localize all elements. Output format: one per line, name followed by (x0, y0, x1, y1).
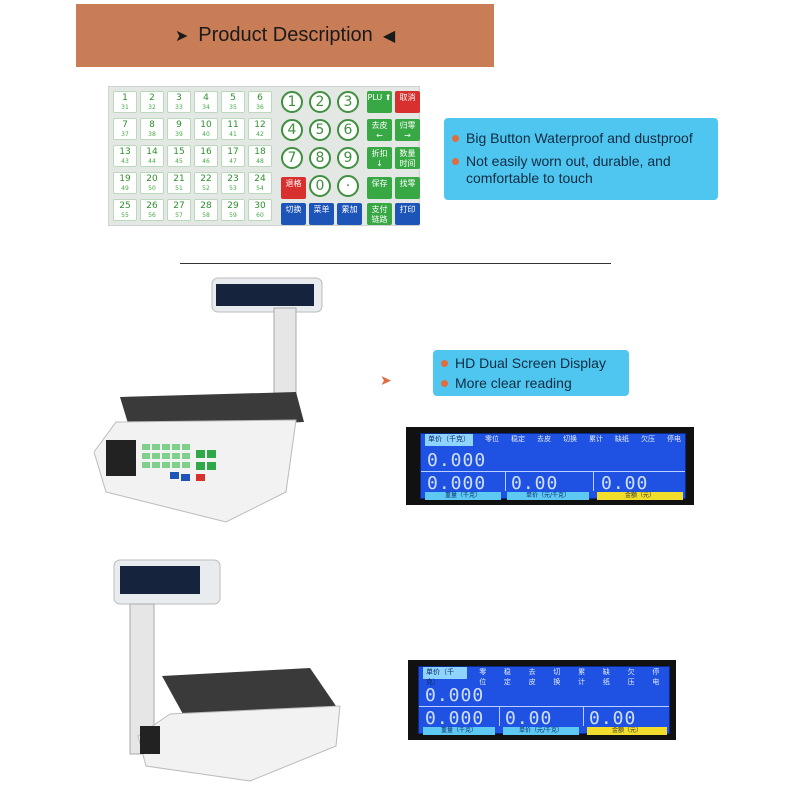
tare-key: 去皮 ← (367, 119, 392, 141)
save-key: 保存 (367, 177, 392, 199)
arrow-right-icon: ➤ (380, 372, 392, 388)
feature-item: HD Dual Screen Display (441, 355, 621, 372)
lcd-status-labels: 单价（千克） 零位稳定去皮切换累计缺纸欠压停电 (425, 434, 681, 446)
lcd-footer-weight: 重量（千克） (423, 727, 495, 735)
bullet-icon (452, 135, 459, 142)
menu-key: 菜单 (309, 203, 334, 225)
add-key: 累加 (337, 203, 362, 225)
numpad-key: 5 (309, 119, 331, 141)
lcd-screen: 单价（千克） 零位稳定去皮切换累计缺纸欠压停电 0.000 0.000 0.00… (420, 433, 686, 500)
lcd-total-value: 0.00 (511, 473, 559, 494)
feature-item: Big Button Waterproof and dustproof (452, 130, 710, 147)
bullet-icon (452, 158, 459, 165)
arrow-right-icon: ➤ (174, 27, 189, 45)
print-key: 打印 (395, 203, 420, 225)
lcd-unit-price-value: 0.000 (425, 708, 485, 729)
lcd-weight-value: 0.000 (427, 450, 487, 471)
discount-key: 折扣 ↓ (367, 147, 392, 169)
price-scale-image-front (93, 277, 323, 523)
numpad-key-dot: · (337, 175, 359, 197)
lcd-amount-value: 0.00 (601, 473, 649, 494)
numpad-key: 7 (281, 147, 303, 169)
lcd-footer-unit-price: 单价（元/千克） (507, 492, 589, 500)
lcd-status-labels: 单价（千克） 零位稳定去皮切换累计缺纸欠压停电 (423, 667, 665, 686)
numpad-key-zero: 0 (309, 175, 331, 197)
lcd-display-bottom: 单价（千克） 零位稳定去皮切换累计缺纸欠压停电 0.000 0.000 0.00… (408, 660, 676, 740)
switch-key: 切换 (281, 203, 306, 225)
section-divider (180, 263, 611, 264)
backspace-key: 退格 (281, 177, 306, 199)
change-key: 找零 (395, 177, 420, 199)
payment-key: 支付 链路 (367, 203, 392, 225)
lcd-footer-unit-price: 单价（元/千克） (503, 727, 579, 735)
product-description-banner: ➤ Product Description ◀ (76, 4, 494, 67)
feature-item: More clear reading (441, 375, 621, 392)
keyboard-membrane-image: 1 2 3 4 5 6 7 8 9 0 · PLU ⬆ 取消 去皮 ← 归零 →… (108, 86, 420, 226)
lcd-footer-weight: 重量（千克） (425, 492, 501, 500)
lcd-unit-price-value: 0.000 (427, 473, 487, 494)
numpad-key: 6 (337, 119, 359, 141)
lcd-weight-value: 0.000 (425, 685, 485, 706)
lcd-amount-value: 0.00 (589, 708, 637, 729)
numpad-key: 3 (337, 91, 359, 113)
numpad-key: 2 (309, 91, 331, 113)
feature-item: Not easily worn out, durable, and comfor… (452, 153, 710, 187)
lcd-total-value: 0.00 (505, 708, 553, 729)
qty-time-key: 数量 时间 (395, 147, 420, 169)
lcd-footer-amount: 金额（元） (587, 727, 667, 735)
zero-key: 归零 → (395, 119, 420, 141)
lcd-footer-amount: 金额（元） (597, 492, 683, 500)
numpad-key: 8 (309, 147, 331, 169)
bullet-icon (441, 360, 448, 367)
numpad-key: 1 (281, 91, 303, 113)
numpad-key: 4 (281, 119, 303, 141)
cancel-key: 取消 (395, 91, 420, 113)
feature-box-keyboard: Big Button Waterproof and dustproof Not … (444, 118, 718, 200)
plu-key: PLU ⬆ (367, 91, 392, 113)
banner-title: Product Description (198, 24, 373, 46)
feature-box-display: HD Dual Screen Display More clear readin… (433, 350, 629, 396)
numpad-key: 9 (337, 147, 359, 169)
bullet-icon (441, 380, 448, 387)
lcd-display-top: 单价（千克） 零位稳定去皮切换累计缺纸欠压停电 0.000 0.000 0.00… (406, 427, 694, 505)
lcd-screen: 单价（千克） 零位稳定去皮切换累计缺纸欠压停电 0.000 0.000 0.00… (418, 666, 670, 735)
price-scale-image-back (113, 559, 341, 782)
arrow-left-icon: ◀ (382, 27, 396, 45)
